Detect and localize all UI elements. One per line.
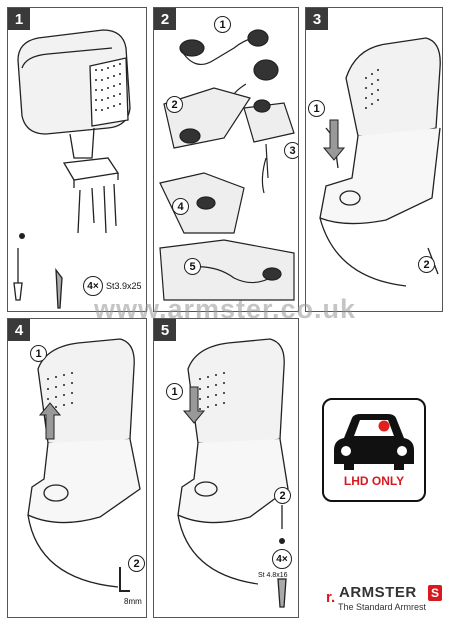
callout-1: 1: [214, 16, 231, 33]
screw-quantity: 4×: [83, 276, 103, 296]
step-1-panel: 1 4× St3.9x25: [7, 7, 147, 312]
callout-1: 1: [166, 383, 183, 400]
step-number: 3: [306, 8, 328, 30]
step-number: 4: [8, 319, 30, 341]
brand-name: ARMSTER: [339, 584, 417, 601]
armrest-mounting-illustration: [319, 37, 441, 287]
step-4-panel: 4 1 2 8mm: [7, 318, 147, 618]
armrest-fixing-illustration: [27, 338, 141, 592]
driver-position-dot: [378, 420, 390, 432]
screw-size-label: St3.9x25: [106, 281, 142, 291]
callout-1: 1: [30, 345, 47, 362]
step-5-panel: 5 1 2 4× St 4.8x16: [153, 318, 299, 618]
callout-5: 5: [184, 258, 201, 275]
drill-size-label: 8mm: [124, 597, 142, 606]
callout-2: 2: [128, 555, 145, 572]
step-number: 1: [8, 8, 30, 30]
callout-1: 1: [308, 100, 325, 117]
step-number: 2: [154, 8, 176, 30]
lhd-only-badge: LHD ONLY: [322, 398, 426, 502]
callout-2: 2: [274, 487, 291, 504]
callout-3: 3: [284, 142, 298, 159]
screw-quantity: 4×: [272, 549, 292, 569]
callout-2: 2: [418, 256, 435, 273]
armster-logo-mark: r.: [326, 589, 336, 606]
screw-size-label: St 4.8x16: [258, 572, 288, 579]
brand-badge: S: [428, 585, 442, 601]
step-number: 5: [154, 319, 176, 341]
armrest-final-illustration: [177, 338, 289, 608]
lhd-label: LHD ONLY: [343, 474, 405, 488]
callout-4: 4: [172, 198, 189, 215]
step-2-panel: 2 1 2 3 4 5: [153, 7, 299, 312]
socket-installation-illustration: [159, 29, 295, 301]
car-icon: [334, 414, 414, 470]
step-3-panel: 3 1 2: [305, 7, 443, 312]
brand-tagline: The Standard Armrest: [338, 602, 427, 612]
callout-2: 2: [166, 96, 183, 113]
armrest-illustration: [13, 29, 131, 309]
